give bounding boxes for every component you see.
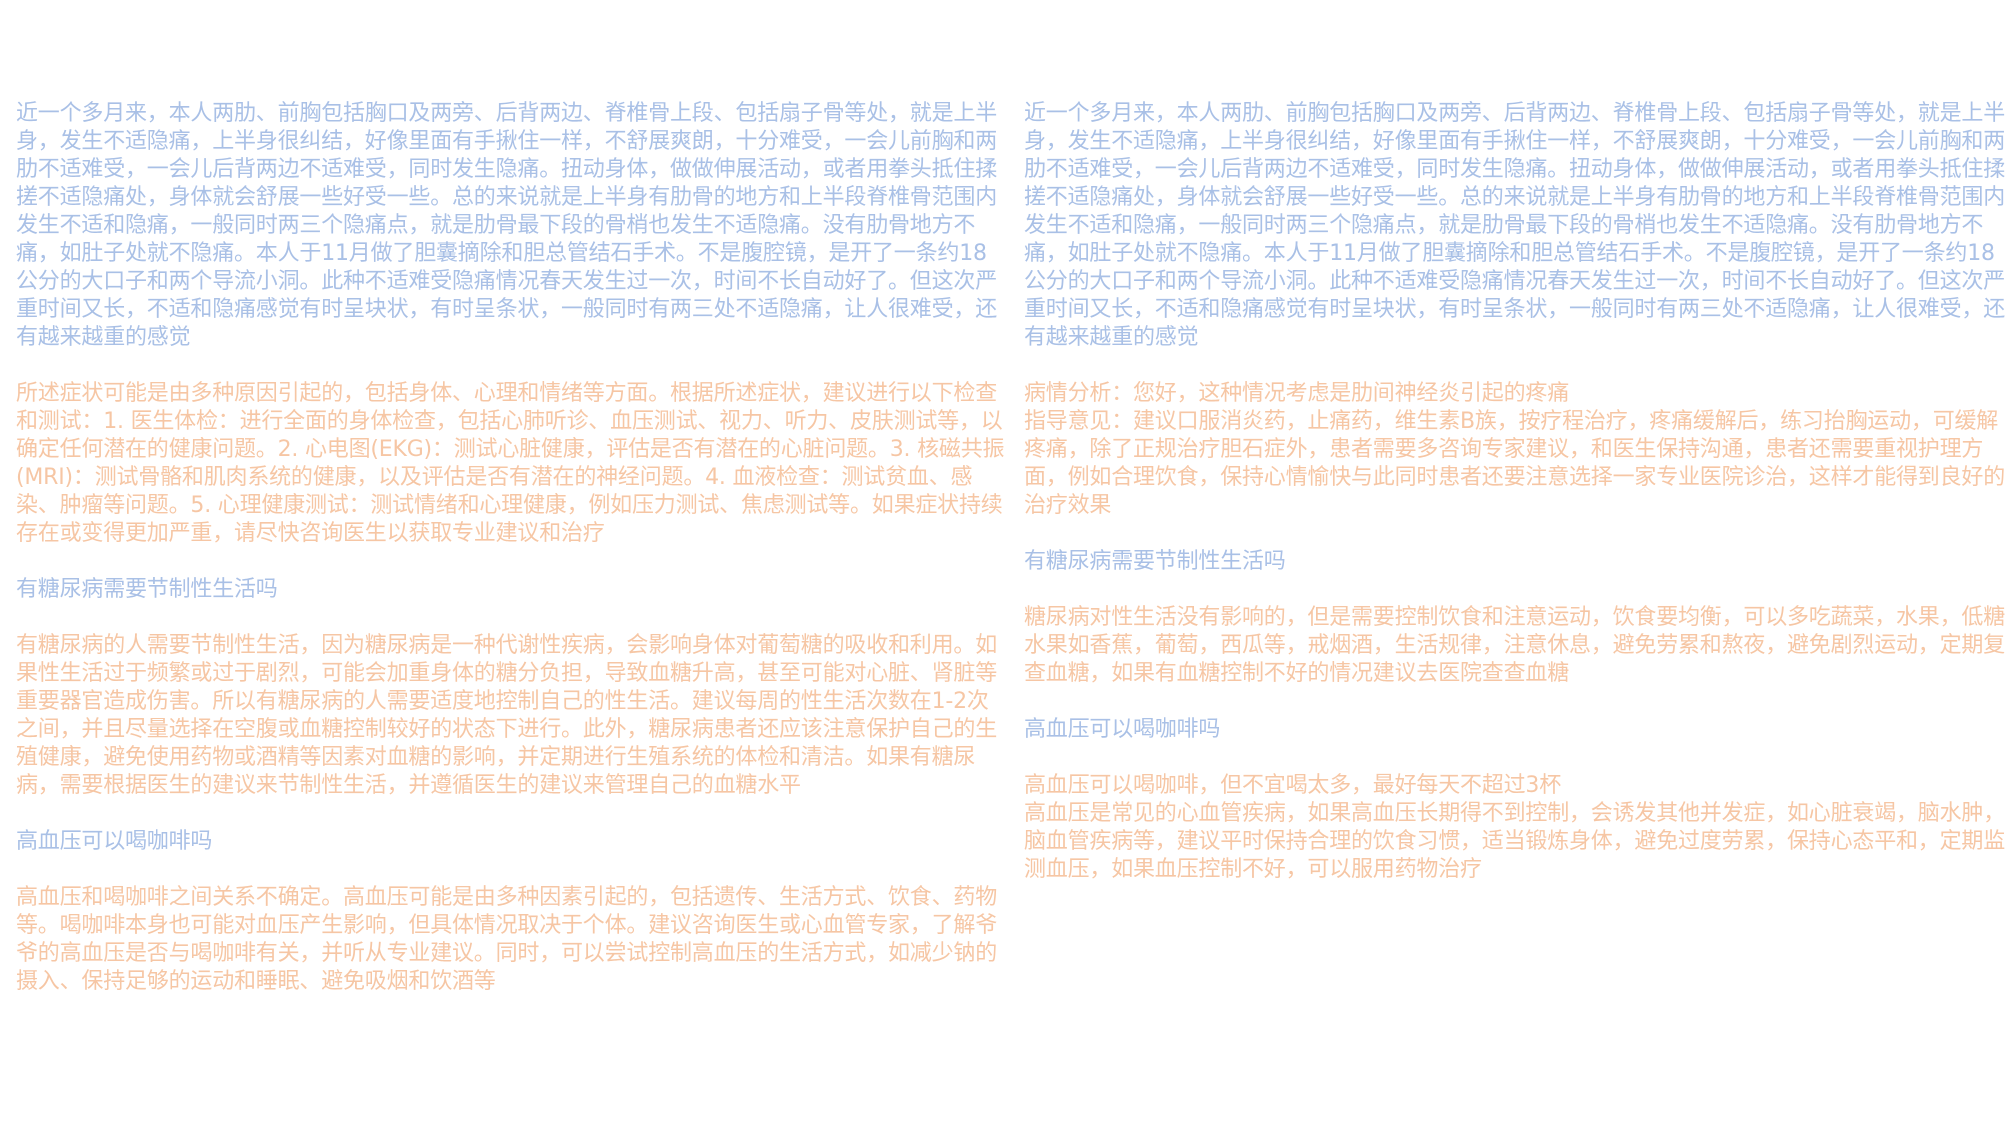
left-answer-1: 所述症状可能是由多种原因引起的，包括身体、心理和情绪等方面。根据所述症状，建议进…	[16, 381, 1005, 546]
left-column: 近一个多月来，本人两肋、前胸包括胸口及两旁、后背两边、脊椎骨上段、包括扇子骨等处…	[16, 100, 1006, 996]
right-question-2: 有糖尿病需要节制性生活吗	[1024, 549, 1286, 574]
right-answer-1: 病情分析：您好，这种情况考虑是肋间神经炎引起的疼痛 指导意见：建议口服消炎药，止…	[1024, 381, 2006, 518]
right-answer-3: 高血压可以喝咖啡，但不宜喝太多，最好每天不超过3杯 高血压是常见的心血管疾病，如…	[1024, 773, 2006, 882]
left-question-3: 高血压可以喝咖啡吗	[16, 829, 213, 854]
left-question-2: 有糖尿病需要节制性生活吗	[16, 577, 278, 602]
left-answer-3: 高血压和喝咖啡之间关系不确定。高血压可能是由多种因素引起的，包括遗传、生活方式、…	[16, 885, 998, 994]
left-question-1: 近一个多月来，本人两肋、前胸包括胸口及两旁、后背两边、脊椎骨上段、包括扇子骨等处…	[16, 101, 998, 350]
right-question-3: 高血压可以喝咖啡吗	[1024, 717, 1221, 742]
right-question-1: 近一个多月来，本人两肋、前胸包括胸口及两旁、后背两边、脊椎骨上段、包括扇子骨等处…	[1024, 101, 2006, 350]
right-answer-2: 糖尿病对性生活没有影响的，但是需要控制饮食和注意运动，饮食要均衡，可以多吃蔬菜，…	[1024, 605, 2006, 686]
left-answer-2: 有糖尿病的人需要节制性生活，因为糖尿病是一种代谢性疾病，会影响身体对葡萄糖的吸收…	[16, 633, 998, 798]
right-column: 近一个多月来，本人两肋、前胸包括胸口及两旁、后背两边、脊椎骨上段、包括扇子骨等处…	[1024, 100, 2014, 884]
